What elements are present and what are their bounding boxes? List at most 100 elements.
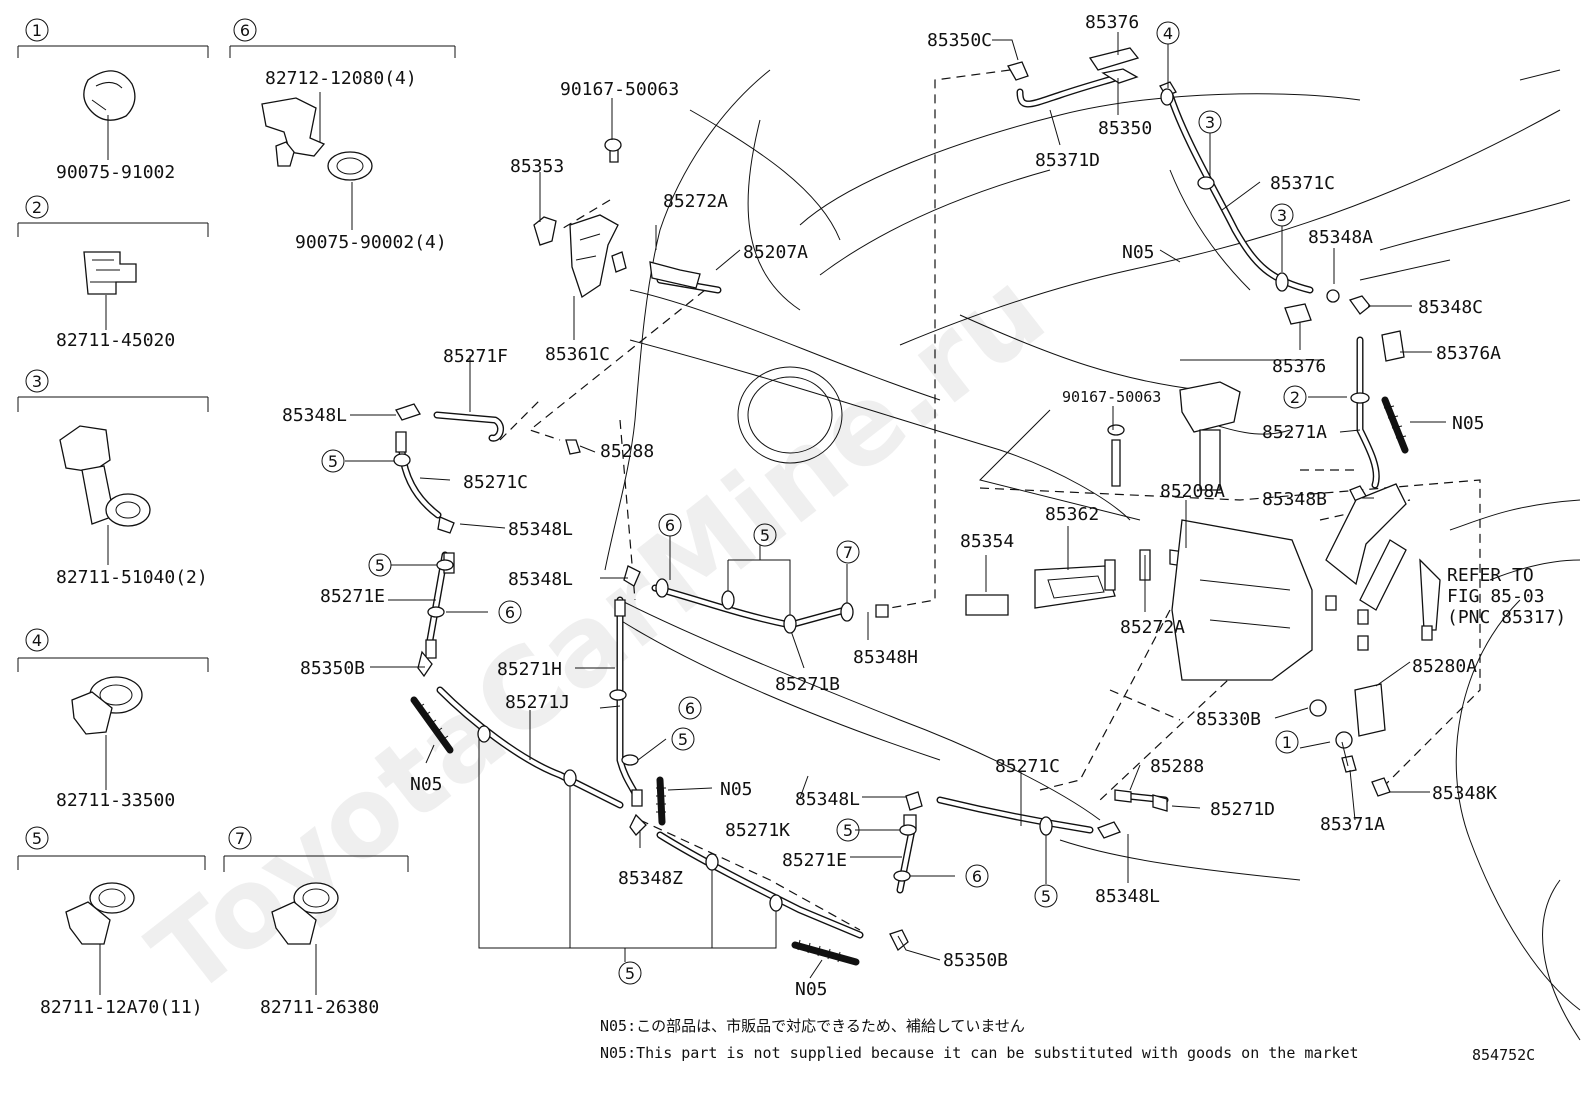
label-85271H: 85271H <box>497 659 562 680</box>
legend-box-4: 4 82711-33500 <box>17 628 209 811</box>
svg-text:5: 5 <box>843 821 853 840</box>
footnote-japanese: N05:この部品は、市販品で対応できるため、補給していません <box>600 1017 1025 1035</box>
label-85376-mid: 85376 <box>1272 356 1326 377</box>
hose-clips <box>393 88 1370 912</box>
legend-part-1: 90075-91002 <box>56 162 175 183</box>
legend-box-3: 3 82711-51040(2) <box>17 369 209 588</box>
legend-part-4: 82711-33500 <box>56 790 175 811</box>
label-85272A-top: 85272A <box>663 191 728 212</box>
label-85348H: 85348H <box>853 647 918 668</box>
leader-lines <box>345 32 1446 979</box>
label-refer-line-2: FIG 85-03 <box>1447 586 1545 607</box>
label-85280A: 85280A <box>1412 656 1477 677</box>
label-85348L-2: 85348L <box>508 519 573 540</box>
svg-text:2: 2 <box>32 198 42 217</box>
label-n05-d: N05 <box>720 779 753 800</box>
label-n05-a: N05 <box>1122 242 1155 263</box>
svg-text:4: 4 <box>1163 24 1173 43</box>
label-85271E-left: 85271E <box>320 586 385 607</box>
label-85288-mid: 85288 <box>1150 756 1204 777</box>
label-85348B: 85348B <box>1262 489 1327 510</box>
legend-part-6b: 90075-90002(4) <box>295 232 447 253</box>
svg-text:3: 3 <box>1277 206 1287 225</box>
label-85350: 85350 <box>1098 118 1152 139</box>
svg-text:5: 5 <box>328 452 338 471</box>
svg-text:3: 3 <box>1205 113 1215 132</box>
label-85207A: 85207A <box>743 242 808 263</box>
svg-text:2: 2 <box>1290 388 1300 407</box>
svg-text:6: 6 <box>685 699 695 718</box>
legend-box-1: 1 90075-91002 <box>17 18 209 183</box>
label-85288-top: 85288 <box>600 441 654 462</box>
label-85348L-1: 85348L <box>282 405 347 426</box>
label-85348K: 85348K <box>1432 783 1497 804</box>
label-85271K: 85271K <box>725 820 790 841</box>
svg-text:4: 4 <box>32 631 42 650</box>
label-85208A: 85208A <box>1160 481 1225 502</box>
label-85348L-5: 85348L <box>1095 886 1160 907</box>
legend-box-5: 5 82711-12A70(11) <box>17 826 206 1018</box>
label-85348Z: 85348Z <box>618 868 683 889</box>
legend-box-2: 2 82711-45020 <box>17 195 209 351</box>
label-90167-50063-top: 90167-50063 <box>560 79 679 100</box>
label-85271B: 85271B <box>775 674 840 695</box>
label-85371C: 85371C <box>1270 173 1335 194</box>
label-n05-c: N05 <box>410 774 443 795</box>
label-85353: 85353 <box>510 156 564 177</box>
svg-text:5: 5 <box>625 964 635 983</box>
components <box>533 214 1441 737</box>
label-85348L-3: 85348L <box>508 569 573 590</box>
legend-box-6: 6 82712-12080(4) 90075-90002(4) <box>229 18 456 253</box>
svg-text:5: 5 <box>32 829 42 848</box>
label-85376A: 85376A <box>1436 343 1501 364</box>
legend-part-7: 82711-26380 <box>260 997 379 1018</box>
label-85348A: 85348A <box>1308 227 1373 248</box>
svg-text:7: 7 <box>235 829 245 848</box>
label-85354: 85354 <box>960 531 1014 552</box>
label-n05-e: N05 <box>795 979 828 1000</box>
label-refer-line-3: (PNC 85317) <box>1447 607 1566 628</box>
label-85350B-left: 85350B <box>300 658 365 679</box>
label-refer-line-1: REFER TO <box>1447 565 1534 586</box>
diagram-id: 854752C <box>1472 1046 1535 1064</box>
footnotes: N05:この部品は、市販品で対応できるため、補給していません N05:This … <box>600 1017 1535 1064</box>
label-85271D: 85271D <box>1210 799 1275 820</box>
small-parts <box>395 47 1405 952</box>
label-85271A: 85271A <box>1262 422 1327 443</box>
svg-text:5: 5 <box>1041 887 1051 906</box>
svg-text:6: 6 <box>972 867 982 886</box>
label-85330B: 85330B <box>1196 709 1261 730</box>
label-85361C: 85361C <box>545 344 610 365</box>
label-85271J: 85271J <box>505 692 570 713</box>
footnote-english: N05:This part is not supplied because it… <box>600 1044 1359 1062</box>
svg-text:7: 7 <box>843 543 853 562</box>
reference-dashes <box>499 69 1481 931</box>
label-85371A: 85371A <box>1320 814 1385 835</box>
label-n05-b: N05 <box>1452 413 1485 434</box>
svg-text:5: 5 <box>678 730 688 749</box>
label-85271C-left: 85271C <box>463 472 528 493</box>
svg-text:1: 1 <box>1282 733 1292 752</box>
n05-tubes <box>410 396 1409 966</box>
label-85362: 85362 <box>1045 504 1099 525</box>
svg-text:3: 3 <box>32 372 42 391</box>
svg-text:5: 5 <box>760 526 770 545</box>
svg-text:6: 6 <box>505 603 515 622</box>
label-85271E-mid: 85271E <box>782 850 847 871</box>
svg-text:1: 1 <box>32 21 42 40</box>
label-90167-50063-mid: 90167-50063 <box>1062 388 1161 406</box>
legend-box-7: 7 82711-26380 <box>223 826 409 1018</box>
label-85350C: 85350C <box>927 30 992 51</box>
part-labels: 85350C 85376 85350 85371D 90167-50063 85… <box>282 12 1566 1000</box>
legend-part-5: 82711-12A70(11) <box>40 997 203 1018</box>
svg-text:6: 6 <box>665 516 675 535</box>
callout-circles: 4 3 3 2 5 5 6 6 5 7 6 5 5 5 6 5 1 <box>321 21 1307 985</box>
label-85376-top: 85376 <box>1085 12 1139 33</box>
label-85348C: 85348C <box>1418 297 1483 318</box>
label-85371D: 85371D <box>1035 150 1100 171</box>
legend-part-2: 82711-45020 <box>56 330 175 351</box>
legend-part-3: 82711-51040(2) <box>56 567 208 588</box>
svg-text:5: 5 <box>375 556 385 575</box>
